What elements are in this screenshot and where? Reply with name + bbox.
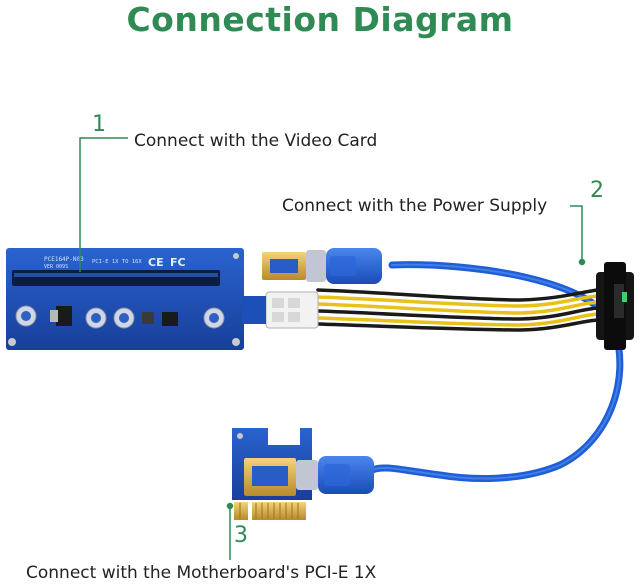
- usb-plug-bottom: [296, 456, 374, 494]
- callout-2-text: Connect with the Power Supply: [282, 196, 548, 216]
- callout-3-number: 3: [234, 523, 248, 548]
- callout-2-leader: [570, 205, 583, 262]
- callout-3-text: Connect with the Motherboard's PCI-E 1X: [26, 563, 377, 583]
- board-model: PCE164P-N03: [44, 256, 84, 263]
- riser-board: PCE164P-N03 VER 009S PCI-E 1X TO 16X CE …: [6, 248, 244, 350]
- sata-power-connector: [596, 262, 634, 350]
- fc-mark: FC: [170, 256, 186, 269]
- voltage-regulator: [56, 306, 72, 326]
- six-pin-power-connector: [242, 291, 319, 329]
- callout-1-leader: [79, 137, 128, 272]
- capacitors: [15, 305, 225, 329]
- callout-1-number: 1: [92, 112, 106, 137]
- callout-leaders: [79, 137, 586, 560]
- inductor: [142, 312, 154, 324]
- callout-1-text: Connect with the Video Card: [134, 131, 378, 151]
- board-version: VER 009S: [44, 264, 68, 270]
- pcie-1x-adapter: [232, 428, 312, 520]
- controller-chip: [162, 312, 178, 326]
- power-wires: [316, 288, 600, 332]
- ce-mark: CE: [148, 256, 164, 269]
- board-interface: PCI-E 1X TO 16X: [92, 259, 142, 265]
- diagram-title: Connection Diagram: [126, 0, 514, 39]
- callout-2-number: 2: [590, 178, 604, 203]
- usb-plug-top: [306, 248, 382, 284]
- riser-usb-port: [262, 252, 306, 280]
